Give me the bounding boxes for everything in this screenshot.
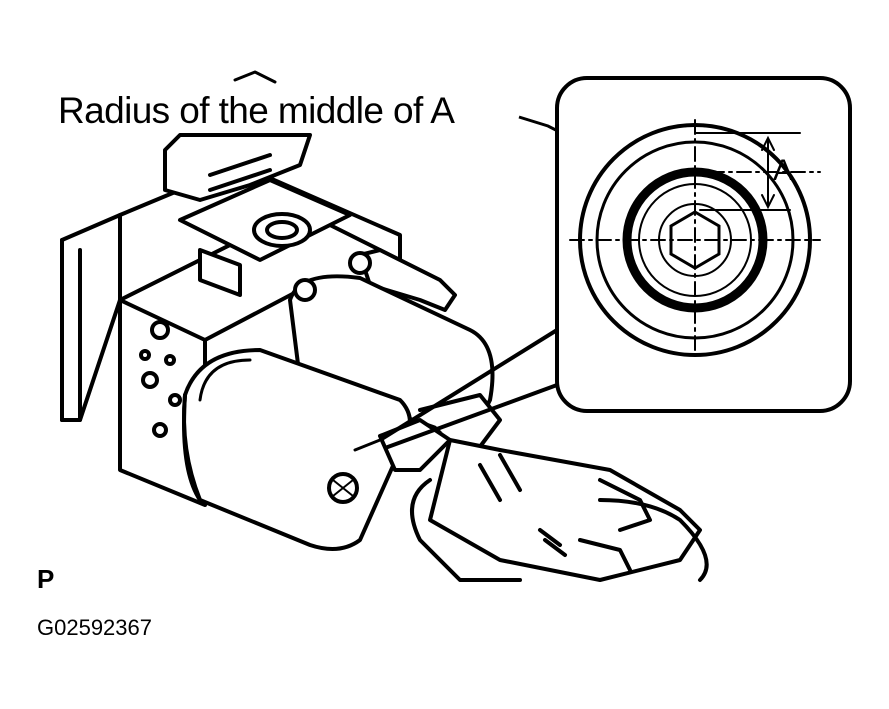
callout-label: Radius of the middle of A bbox=[58, 90, 455, 131]
magnified-motor-cap-icon bbox=[555, 76, 852, 413]
view-letter: P bbox=[37, 564, 55, 594]
dimension-label: A bbox=[773, 154, 794, 187]
abs-actuator-with-drill-icon bbox=[60, 70, 709, 582]
magnifier-cone bbox=[378, 328, 559, 450]
figure-id: G02592367 bbox=[37, 615, 152, 640]
